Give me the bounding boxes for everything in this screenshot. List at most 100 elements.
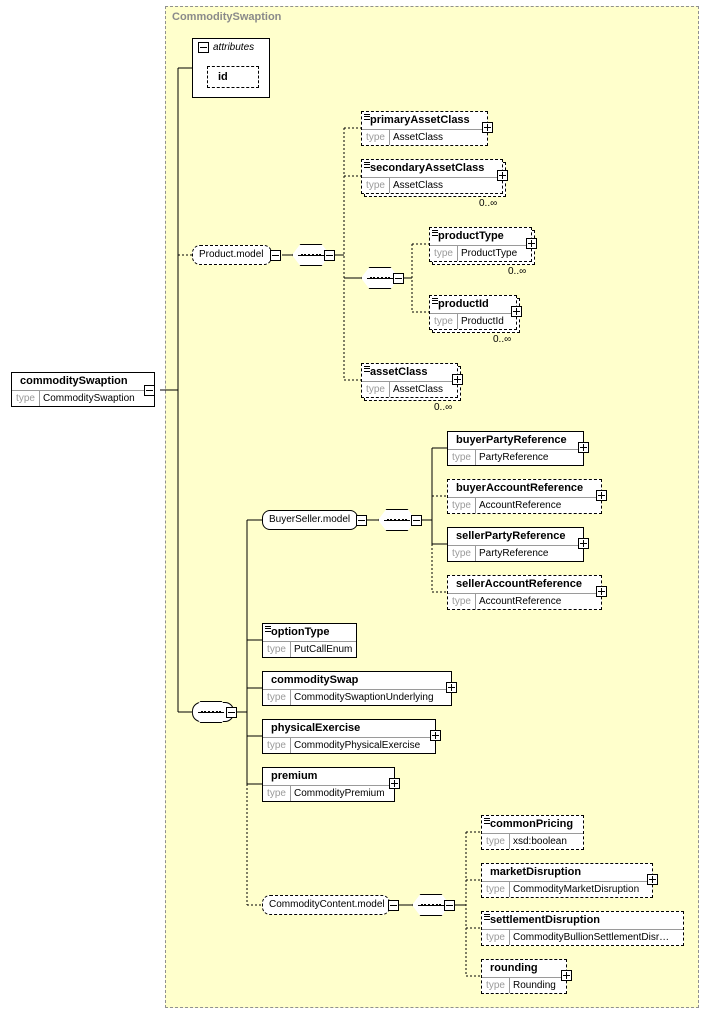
collapse-icon[interactable] [198, 42, 209, 53]
expand-icon[interactable] [389, 778, 400, 789]
type-label: type [430, 246, 458, 261]
expand-icon[interactable] [430, 730, 441, 741]
element-name: settlementDisruption [490, 914, 601, 926]
element-name: buyerAccountReference [456, 482, 584, 494]
element-name: commoditySwap [271, 674, 359, 686]
collapse-icon[interactable] [270, 250, 281, 261]
element-type: AssetClass [393, 132, 444, 143]
collapse-icon[interactable] [411, 515, 422, 526]
element-name: primaryAssetClass [370, 114, 470, 126]
element-type: CommoditySwaptionUnderlying [294, 692, 434, 703]
expand-icon[interactable] [452, 374, 463, 385]
element-name: optionType [271, 626, 330, 638]
collapse-icon[interactable] [226, 707, 237, 718]
complex-type-title: CommoditySwaption [172, 11, 282, 23]
collapse-icon[interactable] [388, 900, 399, 911]
occurrence-label: 0..∞ [508, 266, 527, 277]
element-type: Rounding [513, 980, 556, 991]
expand-icon[interactable] [561, 970, 572, 981]
element-name: premium [271, 770, 318, 782]
element-type: PartyReference [479, 452, 549, 463]
element-type: PutCallEnum [294, 644, 353, 655]
type-label: type [482, 882, 510, 897]
type-label: type [362, 130, 390, 145]
collapse-icon[interactable] [393, 273, 404, 284]
element-name: buyerPartyReference [456, 434, 567, 446]
documentation-icon [432, 298, 438, 304]
documentation-icon [364, 366, 370, 372]
element-type: CommoditySwaption [43, 393, 135, 404]
element-type: ProductId [461, 316, 504, 327]
element-name: productId [438, 298, 489, 310]
collapse-icon[interactable] [444, 900, 455, 911]
collapse-icon[interactable] [324, 250, 335, 261]
element-type: ProductType [461, 248, 518, 259]
element-name: physicalExercise [271, 722, 361, 734]
element-type: AssetClass [393, 180, 444, 191]
collapse-icon[interactable] [356, 515, 367, 526]
expand-icon[interactable] [647, 874, 658, 885]
type-label: type [12, 391, 40, 406]
documentation-icon [265, 626, 271, 632]
model-group-buyerseller[interactable]: BuyerSeller.model [262, 510, 358, 530]
expand-icon[interactable] [596, 586, 607, 597]
type-label: type [263, 738, 291, 753]
type-label: type [263, 786, 291, 801]
element-type: AssetClass [393, 384, 444, 395]
expand-icon[interactable] [526, 238, 537, 249]
expand-icon[interactable] [446, 682, 457, 693]
element-name: sellerPartyReference [456, 530, 566, 542]
model-group-product[interactable]: Product.model [192, 245, 272, 265]
sequence-icon [292, 244, 330, 266]
expand-icon[interactable] [482, 122, 493, 133]
documentation-icon [484, 818, 490, 824]
sequence-icon [192, 701, 230, 723]
element-type: AccountReference [479, 596, 562, 607]
expand-icon[interactable] [596, 490, 607, 501]
element-type: AccountReference [479, 500, 562, 511]
type-label: type [263, 642, 291, 657]
expand-icon[interactable] [511, 306, 522, 317]
element-name: commonPricing [490, 818, 574, 830]
type-label: type [362, 178, 390, 193]
element-name: productType [438, 230, 504, 242]
element-type: CommodityPhysicalExercise [294, 740, 421, 751]
type-label: type [448, 498, 476, 513]
attribute-id[interactable]: id [207, 66, 259, 88]
type-label: type [263, 690, 291, 705]
occurrence-label: 0..∞ [434, 402, 453, 413]
type-label: type [448, 594, 476, 609]
expand-icon[interactable] [497, 170, 508, 181]
type-label: type [448, 546, 476, 561]
model-group-commoditycontent[interactable]: CommodityContent.model [262, 895, 390, 915]
element-type: PartyReference [479, 548, 549, 559]
collapse-icon[interactable] [144, 385, 155, 396]
element-name: commoditySwaption [20, 375, 128, 387]
documentation-icon [364, 114, 370, 120]
expand-icon[interactable] [578, 442, 589, 453]
expand-icon[interactable] [578, 538, 589, 549]
element-type: CommodityMarketDisruption [513, 884, 640, 895]
element-type: CommodityBullionSettlementDisr… [513, 932, 670, 943]
type-label: type [362, 382, 390, 397]
